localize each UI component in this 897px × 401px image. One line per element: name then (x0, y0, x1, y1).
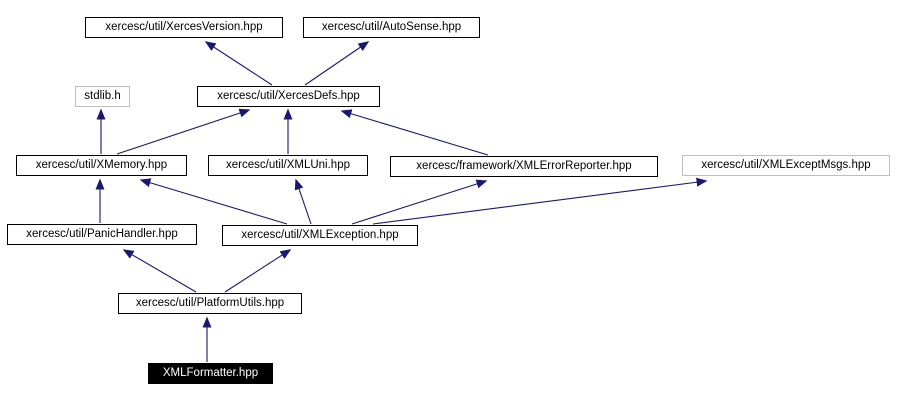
edge-platformutils-to-xmlexception (224, 249, 292, 293)
node-xmlexceptmsgs-hpp: xercesc/util/XMLExceptMsgs.hpp (682, 155, 890, 176)
node-xmlformatter-hpp: XMLFormatter.hpp (148, 363, 273, 384)
edge-xercesdefs-to-xercesversion (204, 41, 273, 86)
edge-xercesdefs-to-autosense (304, 41, 370, 86)
node-xmluni-hpp[interactable]: xercesc/util/XMLUni.hpp (208, 155, 368, 176)
node-autosense-hpp[interactable]: xercesc/util/AutoSense.hpp (303, 17, 480, 38)
edge-xmemory-to-xercesdefs (116, 108, 251, 155)
node-platformutils-hpp[interactable]: xercesc/util/PlatformUtils.hpp (118, 293, 302, 314)
node-xmlerrorreporter-hpp[interactable]: xercesc/framework/XMLErrorReporter.hpp (390, 156, 658, 177)
edge-platformutils-to-panichandler (122, 249, 197, 293)
node-panichandler-hpp[interactable]: xercesc/util/PanicHandler.hpp (7, 224, 197, 245)
node-xmlexception-hpp[interactable]: xercesc/util/XMLException.hpp (222, 225, 418, 246)
node-xercesversion-hpp[interactable]: xercesc/util/XercesVersion.hpp (85, 17, 283, 38)
edge-xmlerrorreporter-to-xercesdefs (340, 109, 489, 156)
edge-xmlexception-to-xmemory (139, 178, 288, 225)
node-xmemory-hpp[interactable]: xercesc/util/XMemory.hpp (16, 155, 187, 176)
node-xercesdefs-hpp[interactable]: xercesc/util/XercesDefs.hpp (197, 86, 380, 107)
edge-xmlexception-to-xmlerrorreporter (351, 179, 488, 225)
node-stdlib-h: stdlib.h (75, 86, 130, 107)
edge-xmlexception-to-xmlexceptmsgs (372, 177, 708, 225)
edge-xmlexception-to-xmluni (294, 178, 312, 225)
